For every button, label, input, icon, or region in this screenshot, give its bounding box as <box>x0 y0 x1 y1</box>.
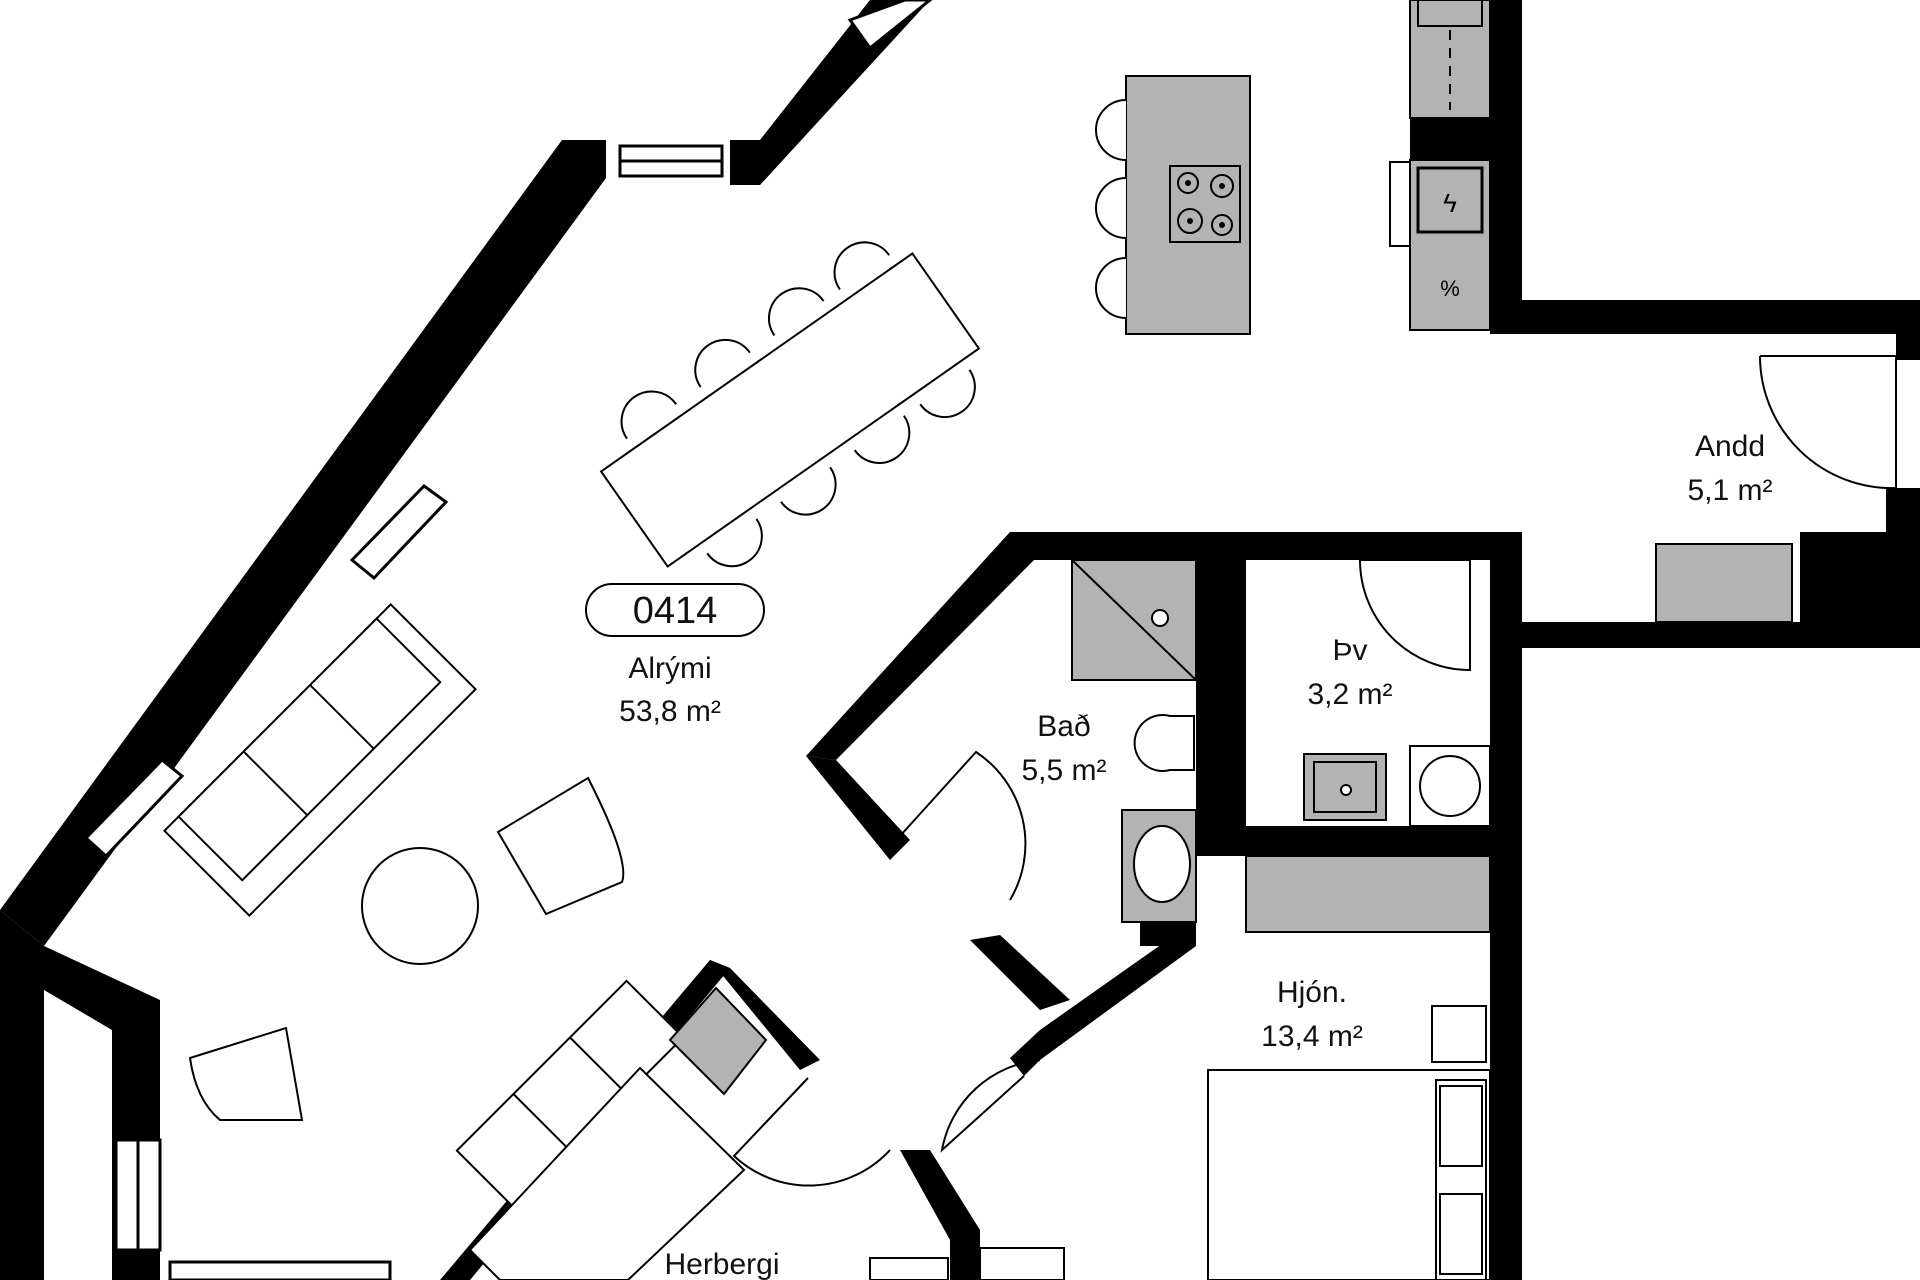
unit-number: 0414 <box>633 590 718 632</box>
armchair-right <box>496 776 625 916</box>
room-alrymi-area: 53,8 m² <box>619 695 721 728</box>
wall-west-lower <box>0 910 44 1280</box>
wall-bath-thv-divider <box>1196 532 1246 842</box>
dining-chairs <box>620 241 976 568</box>
kitchen: ϟ % <box>1095 0 1491 335</box>
room-andd-name: Andd <box>1695 430 1765 463</box>
toilet <box>1133 714 1195 772</box>
room-bad-name: Bað <box>1037 710 1090 743</box>
hall-cabinet <box>1655 543 1793 623</box>
room-hjon-name: Hjón. <box>1277 976 1347 1009</box>
wall-hjon-diagonal <box>1010 1030 1040 1076</box>
wall-kitchen-east <box>1490 0 1522 330</box>
laundry-fixtures <box>1245 559 1491 933</box>
herbergi-door-swing <box>732 1077 891 1187</box>
room-alrymi-name: Alrými <box>628 652 711 685</box>
hjon-furniture <box>940 1005 1491 1280</box>
herbergi-desk <box>869 1257 949 1280</box>
dining-table <box>599 252 981 568</box>
room-bad-area: 5,5 m² <box>1021 754 1106 787</box>
dining-set <box>599 241 981 568</box>
thv-bench <box>1245 855 1491 933</box>
entrance-door-swing <box>1759 355 1897 490</box>
washer-drum <box>1133 825 1191 903</box>
laundry-sink-inner <box>1313 761 1377 813</box>
thv-door-swing <box>1359 559 1471 672</box>
wall-thv-east <box>1490 532 1522 1280</box>
wall-kitchen-block <box>1410 118 1490 160</box>
kitchen-sink <box>1417 0 1483 27</box>
wall-herbergi-right <box>900 1150 980 1280</box>
wall-bath-top <box>1010 532 1522 560</box>
wall-top-segment <box>730 140 760 185</box>
hjon-door-swing <box>940 1059 1041 1153</box>
wall-hall-top <box>1490 300 1920 334</box>
oven-symbol: ϟ <box>1443 188 1457 218</box>
coffee-table <box>361 847 479 965</box>
unit-number-badge <box>585 583 765 637</box>
room-herbergi-name: Herbergi <box>664 1248 779 1280</box>
herbergi-furniture <box>468 986 949 1280</box>
hjon-nightstand <box>1431 1005 1487 1063</box>
bath-door-swing <box>899 750 1027 901</box>
room-thv-area: 3,2 m² <box>1307 678 1392 711</box>
room-thv-name: Þv <box>1332 634 1367 667</box>
laundry-sink-drain <box>1340 784 1352 796</box>
room-hjon-area: 13,4 m² <box>1261 1020 1363 1053</box>
fridge-symbol: % <box>1440 276 1460 301</box>
sofa-seat <box>177 617 442 882</box>
island-stools <box>1095 99 1127 319</box>
herbergi-bed <box>468 1066 746 1280</box>
armchair-left <box>188 1026 304 1121</box>
hallway-fixtures <box>1655 355 1897 623</box>
window-nw-lower <box>83 757 185 859</box>
herbergi-closet <box>668 986 768 1096</box>
wall-bath-bottom <box>970 935 1070 1010</box>
cooktop-burners <box>1177 172 1234 236</box>
wall-hall-block <box>1800 532 1920 648</box>
wall-bath-diagonal-lower <box>806 756 910 860</box>
living-furniture <box>163 603 685 1209</box>
window-south <box>168 1260 392 1280</box>
laundry-dryer-drum <box>1419 755 1481 817</box>
wall-thv-bottom <box>1196 826 1522 856</box>
wall-nw-diagonal <box>0 140 606 946</box>
window-top-right <box>847 0 933 51</box>
wall-bath-diagonal <box>806 532 1034 760</box>
wall-herbergi-top <box>710 960 820 1070</box>
shower-drain <box>1151 609 1169 627</box>
hjon-dresser <box>979 1247 1065 1280</box>
bathroom-fixtures <box>899 559 1197 923</box>
windows <box>83 0 933 1280</box>
room-andd-area: 5,1 m² <box>1687 474 1772 507</box>
wall-bath-lower-diagonal <box>1040 920 1196 1060</box>
wall-top-window <box>730 0 930 185</box>
window-nw-upper <box>349 484 449 581</box>
kitchen-oven <box>1416 166 1484 234</box>
wall-hall-east-top <box>1896 300 1920 360</box>
labels: 0414 Alrými 53,8 m² Andd 5,1 m² Bað 5,5 … <box>585 430 1773 1280</box>
kitchen-oven-door <box>1389 161 1411 247</box>
